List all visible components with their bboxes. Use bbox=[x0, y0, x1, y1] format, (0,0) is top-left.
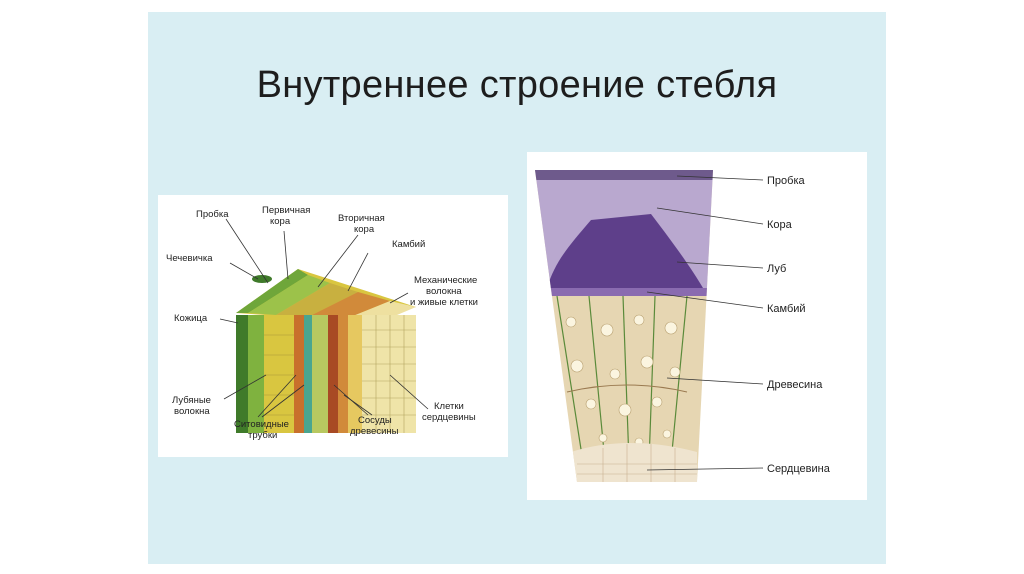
segment-lenticel bbox=[252, 275, 272, 283]
segment-primary-cortex bbox=[248, 315, 264, 433]
label-drevesina: Древесина bbox=[767, 379, 823, 391]
segment-vessels-b bbox=[338, 315, 348, 433]
label-kambiy: Камбий bbox=[392, 239, 425, 250]
label-sosudy-2: древесины bbox=[350, 426, 399, 437]
label-lub-1: Лубяные bbox=[172, 395, 211, 406]
label-pervichnaya-1: Первичная bbox=[262, 205, 310, 216]
label-kletki-1: Клетки bbox=[434, 401, 464, 412]
label-kora: Кора bbox=[767, 219, 793, 231]
label-sito-2: трубки bbox=[248, 430, 277, 441]
cross-section-diagram: Пробка Кора Луб Камбий Древесина Сердцев… bbox=[527, 152, 867, 500]
label-probka: Пробка bbox=[196, 209, 229, 220]
label-sito-1: Ситовидные bbox=[234, 419, 289, 430]
label-kambiy-right: Камбий bbox=[767, 303, 806, 315]
segment-vessels-a bbox=[328, 315, 338, 433]
label-vtorichnaya-2: кора bbox=[354, 224, 375, 235]
stem-segment-diagram: Пробка Первичная кора Вторичная кора Кам… bbox=[158, 195, 508, 457]
label-vtorichnaya-1: Вторичная bbox=[338, 213, 385, 224]
label-kozhitsa: Кожица bbox=[174, 313, 208, 324]
stem-segment-panel: Пробка Первичная кора Вторичная кора Кам… bbox=[158, 195, 508, 457]
label-kletki-2: сердцевины bbox=[422, 412, 476, 423]
section-cambium bbox=[527, 288, 727, 296]
segment-epidermis bbox=[236, 315, 248, 433]
section-pith bbox=[571, 443, 697, 500]
label-mekh-3: и живые клетки bbox=[410, 297, 478, 308]
slide: Внутреннее строение стебля bbox=[148, 12, 886, 564]
label-sosudy-1: Сосуды bbox=[358, 415, 392, 426]
cross-section-sector bbox=[527, 170, 727, 500]
label-lub-2: волокна bbox=[174, 406, 210, 417]
label-probka-right: Пробка bbox=[767, 175, 805, 187]
segment-young-wood bbox=[312, 315, 328, 433]
label-serdtsevina: Сердцевина bbox=[767, 463, 831, 475]
label-mekh-2: волокна bbox=[426, 286, 462, 297]
cross-section-panel: Пробка Кора Луб Камбий Древесина Сердцев… bbox=[527, 152, 867, 500]
section-cork bbox=[527, 170, 727, 180]
slide-title: Внутреннее строение стебля bbox=[148, 64, 886, 107]
label-chechevichka: Чечевичка bbox=[166, 253, 213, 264]
label-pervichnaya-2: кора bbox=[270, 216, 291, 227]
label-mekh-1: Механические bbox=[414, 275, 477, 286]
label-lub: Луб bbox=[767, 263, 786, 275]
segment-sieve-tubes bbox=[294, 315, 304, 433]
segment-cambium bbox=[304, 315, 312, 433]
